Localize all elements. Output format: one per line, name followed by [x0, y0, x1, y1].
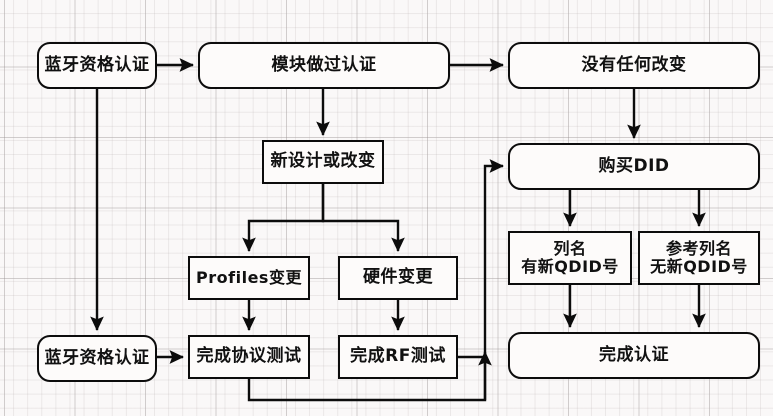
node-label: 完成认证 — [599, 344, 669, 365]
node-label: 新设计或改变 — [270, 151, 376, 172]
node-label-line2: 有新QDID号 — [521, 257, 619, 276]
node-label: 购买DID — [598, 155, 670, 176]
node-label-line1: 参考列名 — [665, 239, 732, 259]
node-profiles-change[interactable]: Profiles变更 — [188, 256, 310, 300]
node-label: 硬件变更 — [363, 267, 433, 288]
node-label-line2: 无新QDID号 — [650, 257, 748, 276]
node-reference-listed-no-new-qdid[interactable]: 参考列名 无新QDID号 — [638, 231, 760, 285]
node-label-line1: 列名 — [553, 239, 587, 259]
edge-new-design-to-profiles-chg — [242, 184, 325, 252]
node-listed-new-qdid[interactable]: 列名 有新QDID号 — [508, 231, 632, 285]
node-buy-did[interactable]: 购买DID — [508, 143, 760, 190]
node-rf-test-done[interactable]: 完成RF测试 — [338, 335, 458, 379]
node-certification-complete[interactable]: 完成认证 — [508, 332, 760, 379]
node-label: 完成协议测试 — [196, 346, 302, 367]
node-label: Profiles变更 — [196, 268, 302, 288]
node-hardware-change[interactable]: 硬件变更 — [338, 256, 458, 300]
node-label: 完成RF测试 — [350, 346, 446, 367]
node-no-change[interactable]: 没有任何改变 — [508, 42, 760, 89]
node-label: 蓝牙资格认证 — [44, 347, 150, 368]
node-module-certified[interactable]: 模块做过认证 — [198, 42, 450, 89]
node-label: 没有任何改变 — [581, 54, 687, 75]
node-protocol-test-done[interactable]: 完成协议测试 — [188, 335, 310, 379]
node-label: 蓝牙资格认证 — [44, 54, 150, 75]
node-new-design-or-change[interactable]: 新设计或改变 — [262, 140, 384, 184]
edge-new-design-to-hardware-chg — [321, 184, 405, 252]
node-bt-qual-top[interactable]: 蓝牙资格认证 — [37, 42, 157, 89]
node-bt-qual-bottom[interactable]: 蓝牙资格认证 — [37, 335, 157, 382]
node-label: 模块做过认证 — [271, 54, 377, 75]
